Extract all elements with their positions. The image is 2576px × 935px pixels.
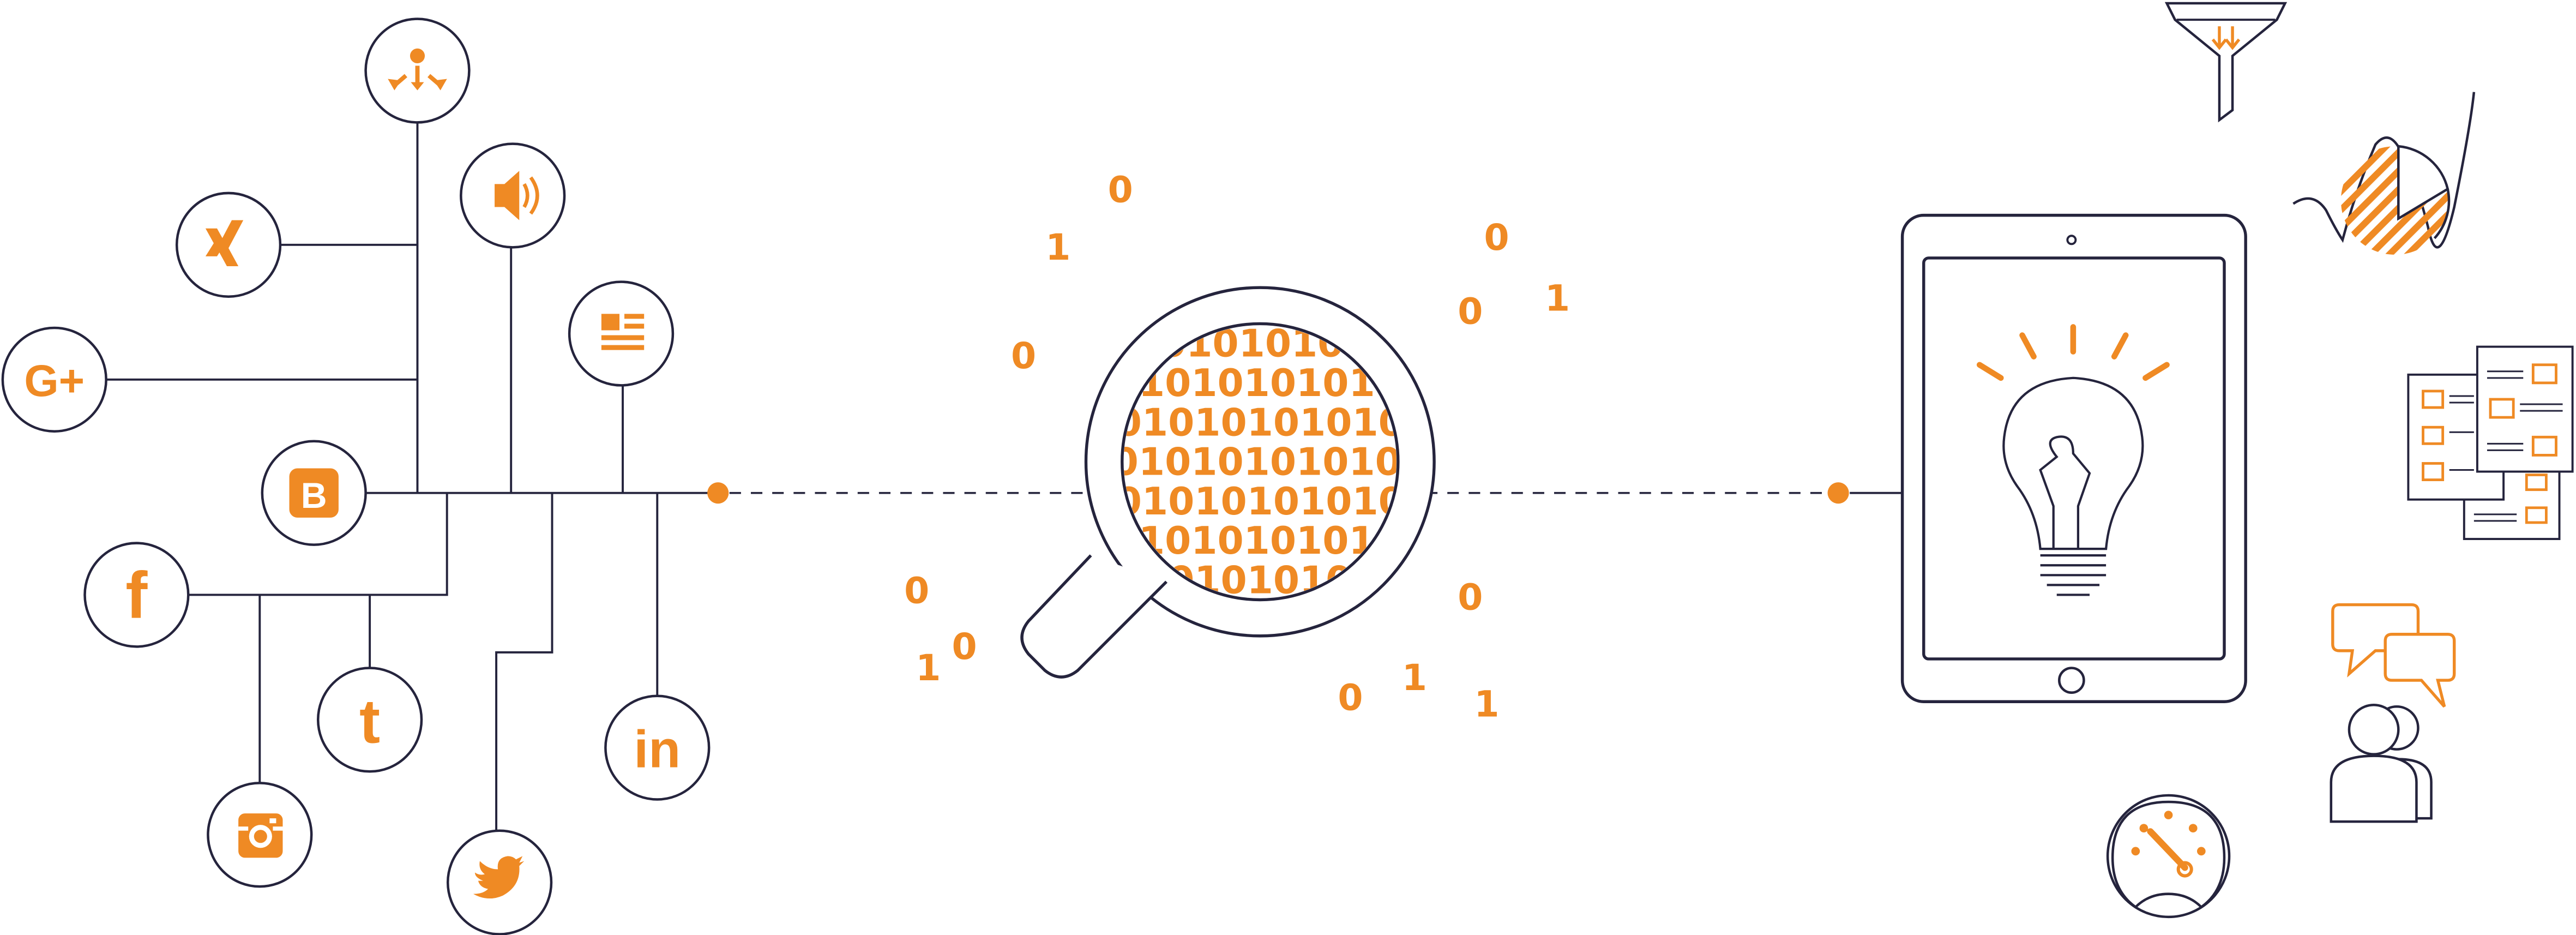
speaker-icon [495, 171, 539, 220]
blogger-icon: B [289, 468, 339, 518]
digit: 1 [1045, 226, 1070, 268]
binary-row: 01010101010 [1116, 401, 1405, 445]
social-source-tree [107, 123, 718, 832]
xing-icon [205, 220, 244, 266]
digit: 0 [952, 625, 977, 668]
facebook-icon: f [125, 559, 148, 632]
digit: 1 [1545, 277, 1570, 319]
newspaper-icon [601, 314, 645, 350]
binary-row: 01010101010 [1116, 480, 1405, 524]
digit: 1 [1474, 682, 1499, 725]
binary-row: 01010101010 [1112, 441, 1401, 484]
digit: 0 [1484, 216, 1509, 259]
binary-row: 01010101010 [1112, 362, 1401, 405]
linkedin-node [604, 694, 711, 801]
source-connector-dot [707, 482, 729, 504]
news-node [568, 280, 675, 387]
sitemap-icon [388, 48, 447, 91]
gauge-icon [2106, 794, 2231, 919]
digit: 0 [1108, 169, 1133, 211]
social-source-nodes [1, 17, 711, 935]
digit: 0 [904, 570, 929, 612]
tumblr-icon: t [359, 687, 380, 757]
lightbulb-icon [1976, 324, 2170, 596]
documents-icon [2407, 345, 2574, 540]
instagram-icon [238, 813, 283, 858]
google-plus-icon: G+ [24, 356, 85, 406]
facebook-node [83, 542, 190, 648]
digit: 0 [1011, 334, 1036, 377]
connector [707, 482, 1903, 504]
digit: 1 [1402, 656, 1427, 699]
linkedin-icon: in [634, 721, 681, 779]
floating-digits: 0 1 0 0 1 0 1 0 0 1 0 0 1 [904, 169, 1570, 726]
magnifying-glass-icon: 1010101010 01010101010 01010101010 01010… [1020, 286, 1436, 679]
tumblr-node [316, 667, 423, 773]
digit: 0 [1458, 290, 1483, 332]
pie-chart-icon [2292, 92, 2476, 255]
svg-text:B: B [301, 476, 327, 516]
funnel-icon [2164, 2, 2288, 123]
digit: 0 [1458, 576, 1483, 619]
digit: 0 [1338, 676, 1363, 718]
tablet-icon [1900, 213, 2247, 703]
people-chat-icon [2330, 603, 2456, 823]
digit: 1 [916, 646, 941, 689]
google-plus-node [1, 326, 107, 433]
twitter-icon [473, 856, 525, 899]
binary-row: 01010101010 [1112, 519, 1401, 563]
target-connector-dot [1827, 482, 1849, 504]
